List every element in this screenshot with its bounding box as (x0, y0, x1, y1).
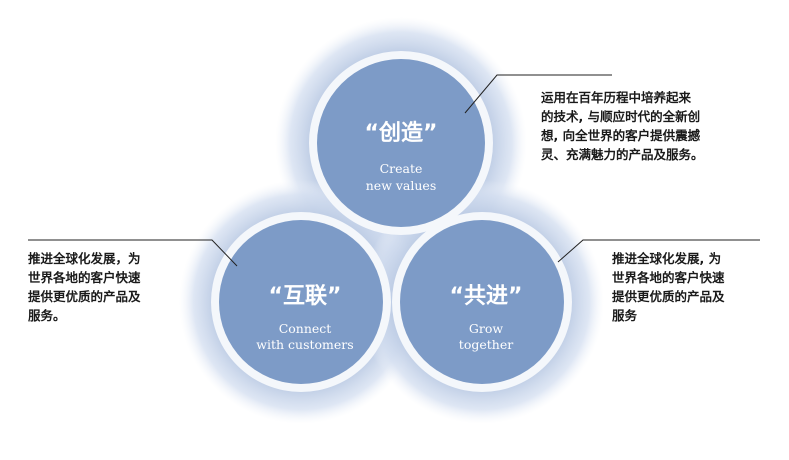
circle-connect-title: “互联” (269, 284, 342, 309)
circle-grow (400, 220, 564, 384)
description-line: 提供更优质的产品及 (28, 289, 141, 304)
circle-connect (219, 220, 383, 384)
connector-top (464, 74, 612, 114)
description-line: 的技术, 与顺应时代的全新创 (541, 109, 701, 124)
circle-create (317, 59, 485, 227)
connector-right (557, 239, 760, 263)
description-line: 推进全球化发展，为 (28, 251, 141, 266)
description-line: 运用在百年历程中培养起来 (541, 90, 692, 105)
circle-create-title: “创造” (365, 121, 438, 146)
description-line: 提供更优质的产品及 (612, 289, 725, 304)
description-line: 想, 向全世界的客户提供震撼 (541, 128, 701, 143)
description-connect: 推进全球化发展，为 世界各地的客户快速 提供更优质的产品及 服务。 (28, 249, 203, 325)
circle-grow-title: “共进” (450, 284, 523, 309)
description-line: 世界各地的客户快速 (612, 270, 725, 285)
description-grow: 推进全球化发展, 为 世界各地的客户快速 提供更优质的产品及 服务 (612, 249, 782, 325)
description-line: 世界各地的客户快速 (28, 270, 141, 285)
description-line: 服务 (612, 308, 638, 323)
connector-left (28, 239, 238, 267)
description-line: 推进全球化发展, 为 (612, 251, 722, 266)
circle-connect-subtitle-2: with customers (256, 337, 353, 352)
circle-grow-subtitle-1: Grow (469, 321, 503, 336)
circle-grow-subtitle-2: together (459, 337, 513, 352)
description-line: 服务。 (28, 308, 66, 323)
circle-connect-subtitle-1: Connect (279, 321, 332, 336)
circle-create-subtitle-1: Create (380, 161, 423, 176)
description-create: 运用在百年历程中培养起来 的技术, 与顺应时代的全新创 想, 向全世界的客户提供… (541, 88, 751, 164)
circle-create-subtitle-2: new values (366, 178, 437, 193)
description-line: 灵、充满魅力的产品及服务。 (541, 147, 704, 162)
